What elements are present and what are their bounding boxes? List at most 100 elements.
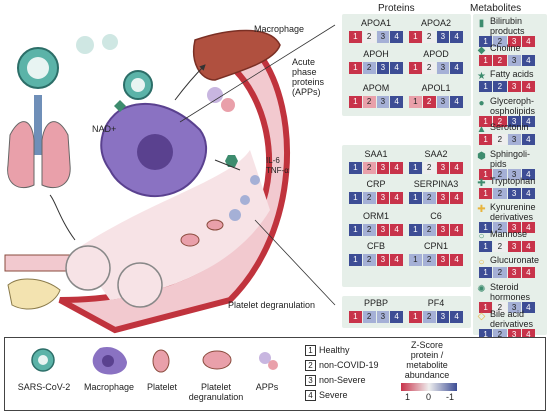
heatmap-cell: 1 (349, 96, 362, 108)
protein-name: APOD (423, 49, 449, 59)
protein-name: ORM1 (362, 211, 389, 221)
heatmap-cell: 3 (436, 311, 450, 323)
heatmap-cell: 4 (521, 115, 535, 127)
protein-name: APOA1 (360, 18, 391, 28)
heatmap-cell: 3 (507, 134, 521, 146)
heatmap-cell: 4 (390, 224, 403, 236)
heatmap-cell: 4 (450, 311, 463, 323)
heatmap-cell: 4 (521, 328, 535, 340)
legend-platelet-degranulation: Platelet degranulation (188, 382, 244, 402)
zscore-tick: 0 (426, 392, 432, 402)
heatmap-cell: 4 (390, 31, 403, 43)
heatmap-cell: 4 (390, 96, 403, 108)
protein-name: SAA2 (424, 149, 448, 159)
group-number: 4 (305, 390, 316, 401)
metabolite-icon: ○ (478, 257, 485, 269)
heatmap-cell: 2 (422, 31, 436, 43)
protein-name: APOL1 (421, 83, 451, 93)
heatmap-cell: 4 (390, 311, 403, 323)
heatmap-cell: 2 (362, 192, 376, 204)
heatmap-cell: 1 (479, 54, 493, 66)
heatmap-cell: 2 (493, 134, 507, 146)
heatmap-cell: 3 (507, 267, 521, 279)
heatmap-cell: 1 (479, 115, 493, 127)
metabolite-name: Steroid hormones (490, 282, 531, 302)
heatmap-cell: 3 (507, 81, 521, 93)
group-label: non-COVID-19 (319, 360, 379, 370)
metabolite-icon: ✚ (477, 177, 486, 189)
group-label: Severe (319, 390, 348, 400)
heatmap-cell: 3 (376, 96, 390, 108)
heatmap-cell: 3 (376, 31, 390, 43)
heatmap-cell: 1 (409, 192, 422, 204)
metabolites-header: Metabolites (470, 3, 522, 14)
metabolite-icon: ◇ (477, 310, 486, 322)
heatmap-cell: 4 (450, 192, 463, 204)
heatmap-cell: 1 (409, 224, 422, 236)
metabolite-name: Tryptophan (490, 175, 536, 186)
heatmap-cell: 2 (493, 54, 507, 66)
heatmap-cell: 3 (376, 224, 390, 236)
heatmap-cell: 1 (479, 134, 493, 146)
heatmap-cell: 3 (507, 36, 521, 47)
heatmap-cell: 2 (362, 62, 376, 74)
heatmap-cell: 1 (349, 162, 362, 174)
heatmap-cell: 1 (479, 267, 493, 279)
heatmap-cell: 3 (507, 302, 521, 313)
heatmap-cell: 4 (521, 222, 535, 234)
protein-name: CRP (366, 179, 386, 189)
legend-macrophage: Macrophage (83, 382, 135, 392)
heatmap-cell: 4 (450, 96, 463, 108)
macrophage-icon (92, 346, 127, 375)
zscore-tick: 1 (405, 392, 411, 402)
heatmap-cell: 1 (349, 192, 362, 204)
metabolite-icon: ○ (478, 230, 485, 242)
platelet-magnifier (65, 245, 111, 291)
heatmap-cell: 2 (422, 192, 436, 204)
metabolite-name: Glyceroph- ospholipids (490, 95, 536, 116)
heatmap-cell: 3 (436, 254, 450, 266)
metabolite-icon: ⬢ (477, 151, 486, 162)
heatmap-cell: 2 (362, 224, 376, 236)
protein-name: SAA1 (364, 149, 388, 159)
protein-name: APOA2 (420, 18, 451, 28)
heatmap-cell: 4 (390, 192, 403, 204)
heatmap-cell: 4 (390, 62, 403, 74)
heatmap-cell: 2 (422, 96, 436, 108)
heatmap-cell: 4 (521, 267, 535, 279)
heatmap-cell: 4 (450, 162, 463, 174)
heatmap-cell: 3 (507, 187, 521, 199)
heatmap-cell: 2 (493, 222, 507, 234)
heatmap-cell: 3 (376, 192, 390, 204)
heatmap-cell: 4 (521, 36, 535, 47)
sars-cov-2-icon (17, 47, 59, 89)
metabolite-icon: ★ (477, 71, 486, 83)
group-number: 3 (305, 375, 316, 386)
protein-name: APOH (363, 49, 389, 59)
heatmap-cell: 2 (493, 81, 507, 93)
heatmap-cell: 2 (422, 62, 436, 74)
sars-cov-2-icon (123, 70, 153, 100)
platelet-icon (180, 233, 200, 247)
zscore-colorbar (401, 383, 457, 391)
heatmap-cell: 1 (349, 311, 362, 323)
app-label: Acute phase proteins (APPs) (292, 57, 325, 97)
legend-apps: APPs (255, 382, 279, 392)
